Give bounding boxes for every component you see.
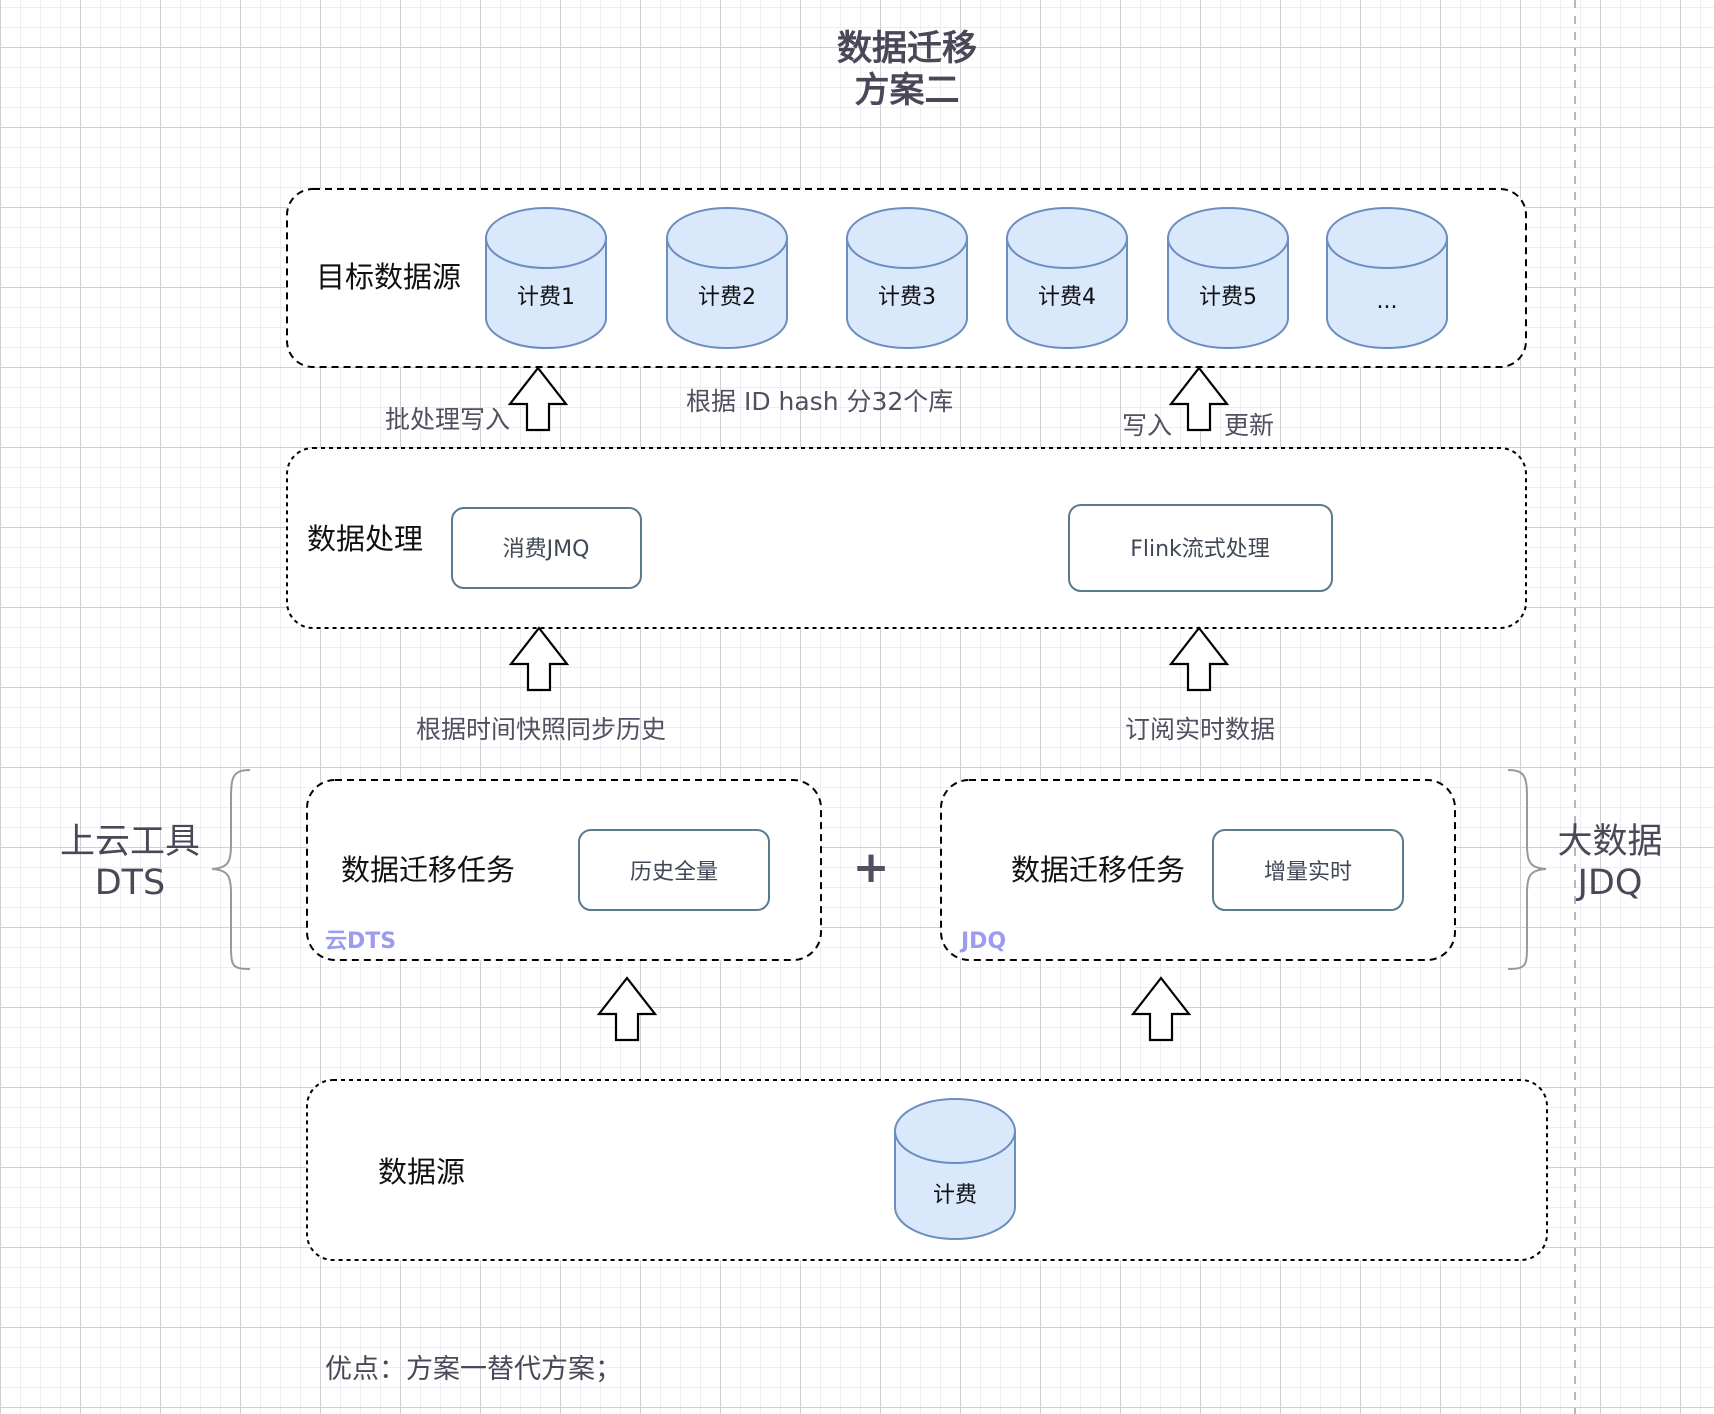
database-cylinder-icon [1167,207,1289,349]
left-curly-brace-icon [211,769,251,970]
annotation-snapshot-sync: 根据时间快照同步历史 [416,715,666,744]
migration-task-label: 数据迁移任务 [1011,853,1185,887]
process-history-full[interactable]: 历史全量 [578,829,770,911]
diagram-title-line1: 数据迁移 [837,29,977,69]
process-label: 增量实时 [1264,860,1352,885]
right-side-label-line1: 大数据 [1557,822,1662,862]
process-flink-streaming[interactable]: Flink流式处理 [1068,504,1333,592]
database-cylinder-icon [1006,207,1128,349]
process-label: 消费JMQ [503,537,590,562]
process-label: Flink流式处理 [1130,537,1270,562]
up-arrow-icon [597,976,657,1042]
database-billing-3[interactable]: 计费3 [846,207,968,349]
database-label: 计费3 [878,285,936,310]
database-billing-source[interactable]: 计费 [894,1098,1016,1240]
database-label: 计费 [933,1183,977,1208]
annotation-write: 写入 [1122,411,1172,440]
migration-task-label: 数据迁移任务 [341,853,515,887]
right-side-label-jdq: 大数据 JDQ [1507,769,1663,970]
database-cylinder-icon [485,207,607,349]
source-datasource-group[interactable]: 数据源 计费 [306,1079,1548,1261]
source-group-label: 数据源 [378,1155,465,1189]
migration-task-container[interactable] [306,779,822,961]
database-label: ... [1377,289,1398,314]
migration-task-dts[interactable]: 数据迁移任务 历史全量 云DTS [306,779,822,961]
footer-note: 优点：方案一替代方案； [325,1354,622,1385]
process-consume-jmq[interactable]: 消费JMQ [451,507,642,589]
annotation-hash-sharding: 根据 ID hash 分32个库 [686,387,953,416]
target-group-label: 目标数据源 [316,260,461,294]
database-label: 计费5 [1199,285,1257,310]
target-datasource-group[interactable]: 目标数据源 计费1 计费2 计费3 计费4 计费5 ... [286,188,1527,368]
right-side-label-line2: JDQ [1576,863,1643,903]
left-side-label-line1: 上云工具 [60,822,200,862]
migration-task-container[interactable] [940,779,1456,961]
annotation-subscribe-realtime: 订阅实时数据 [1125,715,1275,744]
data-processing-group[interactable]: 数据处理 消费JMQ Flink流式处理 [286,447,1527,629]
database-billing-5[interactable]: 计费5 [1167,207,1289,349]
up-arrow-icon [508,366,568,432]
database-cylinder-icon [666,207,788,349]
up-arrow-icon [1169,366,1229,432]
migration-task-jdq[interactable]: 数据迁移任务 增量实时 JDQ [940,779,1456,961]
database-cylinder-icon [1326,207,1448,349]
migration-task-tag: JDQ [959,929,1006,954]
up-arrow-icon [509,626,569,692]
left-side-label-line2: DTS [95,863,166,903]
left-side-label-dts: 上云工具 DTS [60,769,251,970]
processing-group-label: 数据处理 [307,522,423,556]
annotation-update: 更新 [1224,411,1274,440]
database-billing-2[interactable]: 计费2 [666,207,788,349]
migration-task-tag: 云DTS [325,929,396,954]
process-incremental-realtime[interactable]: 增量实时 [1212,829,1404,911]
database-cylinder-icon [846,207,968,349]
database-billing-4[interactable]: 计费4 [1006,207,1128,349]
database-cylinder-icon [894,1098,1016,1164]
database-more[interactable]: ... [1326,207,1448,349]
database-label: 计费4 [1038,285,1096,310]
up-arrow-icon [1169,626,1229,692]
process-label: 历史全量 [630,860,718,885]
right-curly-brace-icon [1507,769,1547,970]
database-billing-1[interactable]: 计费1 [485,207,607,349]
diagram-title-line2: 方案二 [854,71,959,111]
plus-icon: + [853,842,890,893]
up-arrow-icon [1131,976,1191,1042]
annotation-batch-write: 批处理写入 [385,405,510,434]
database-label: 计费1 [517,285,575,310]
database-label: 计费2 [698,285,756,310]
